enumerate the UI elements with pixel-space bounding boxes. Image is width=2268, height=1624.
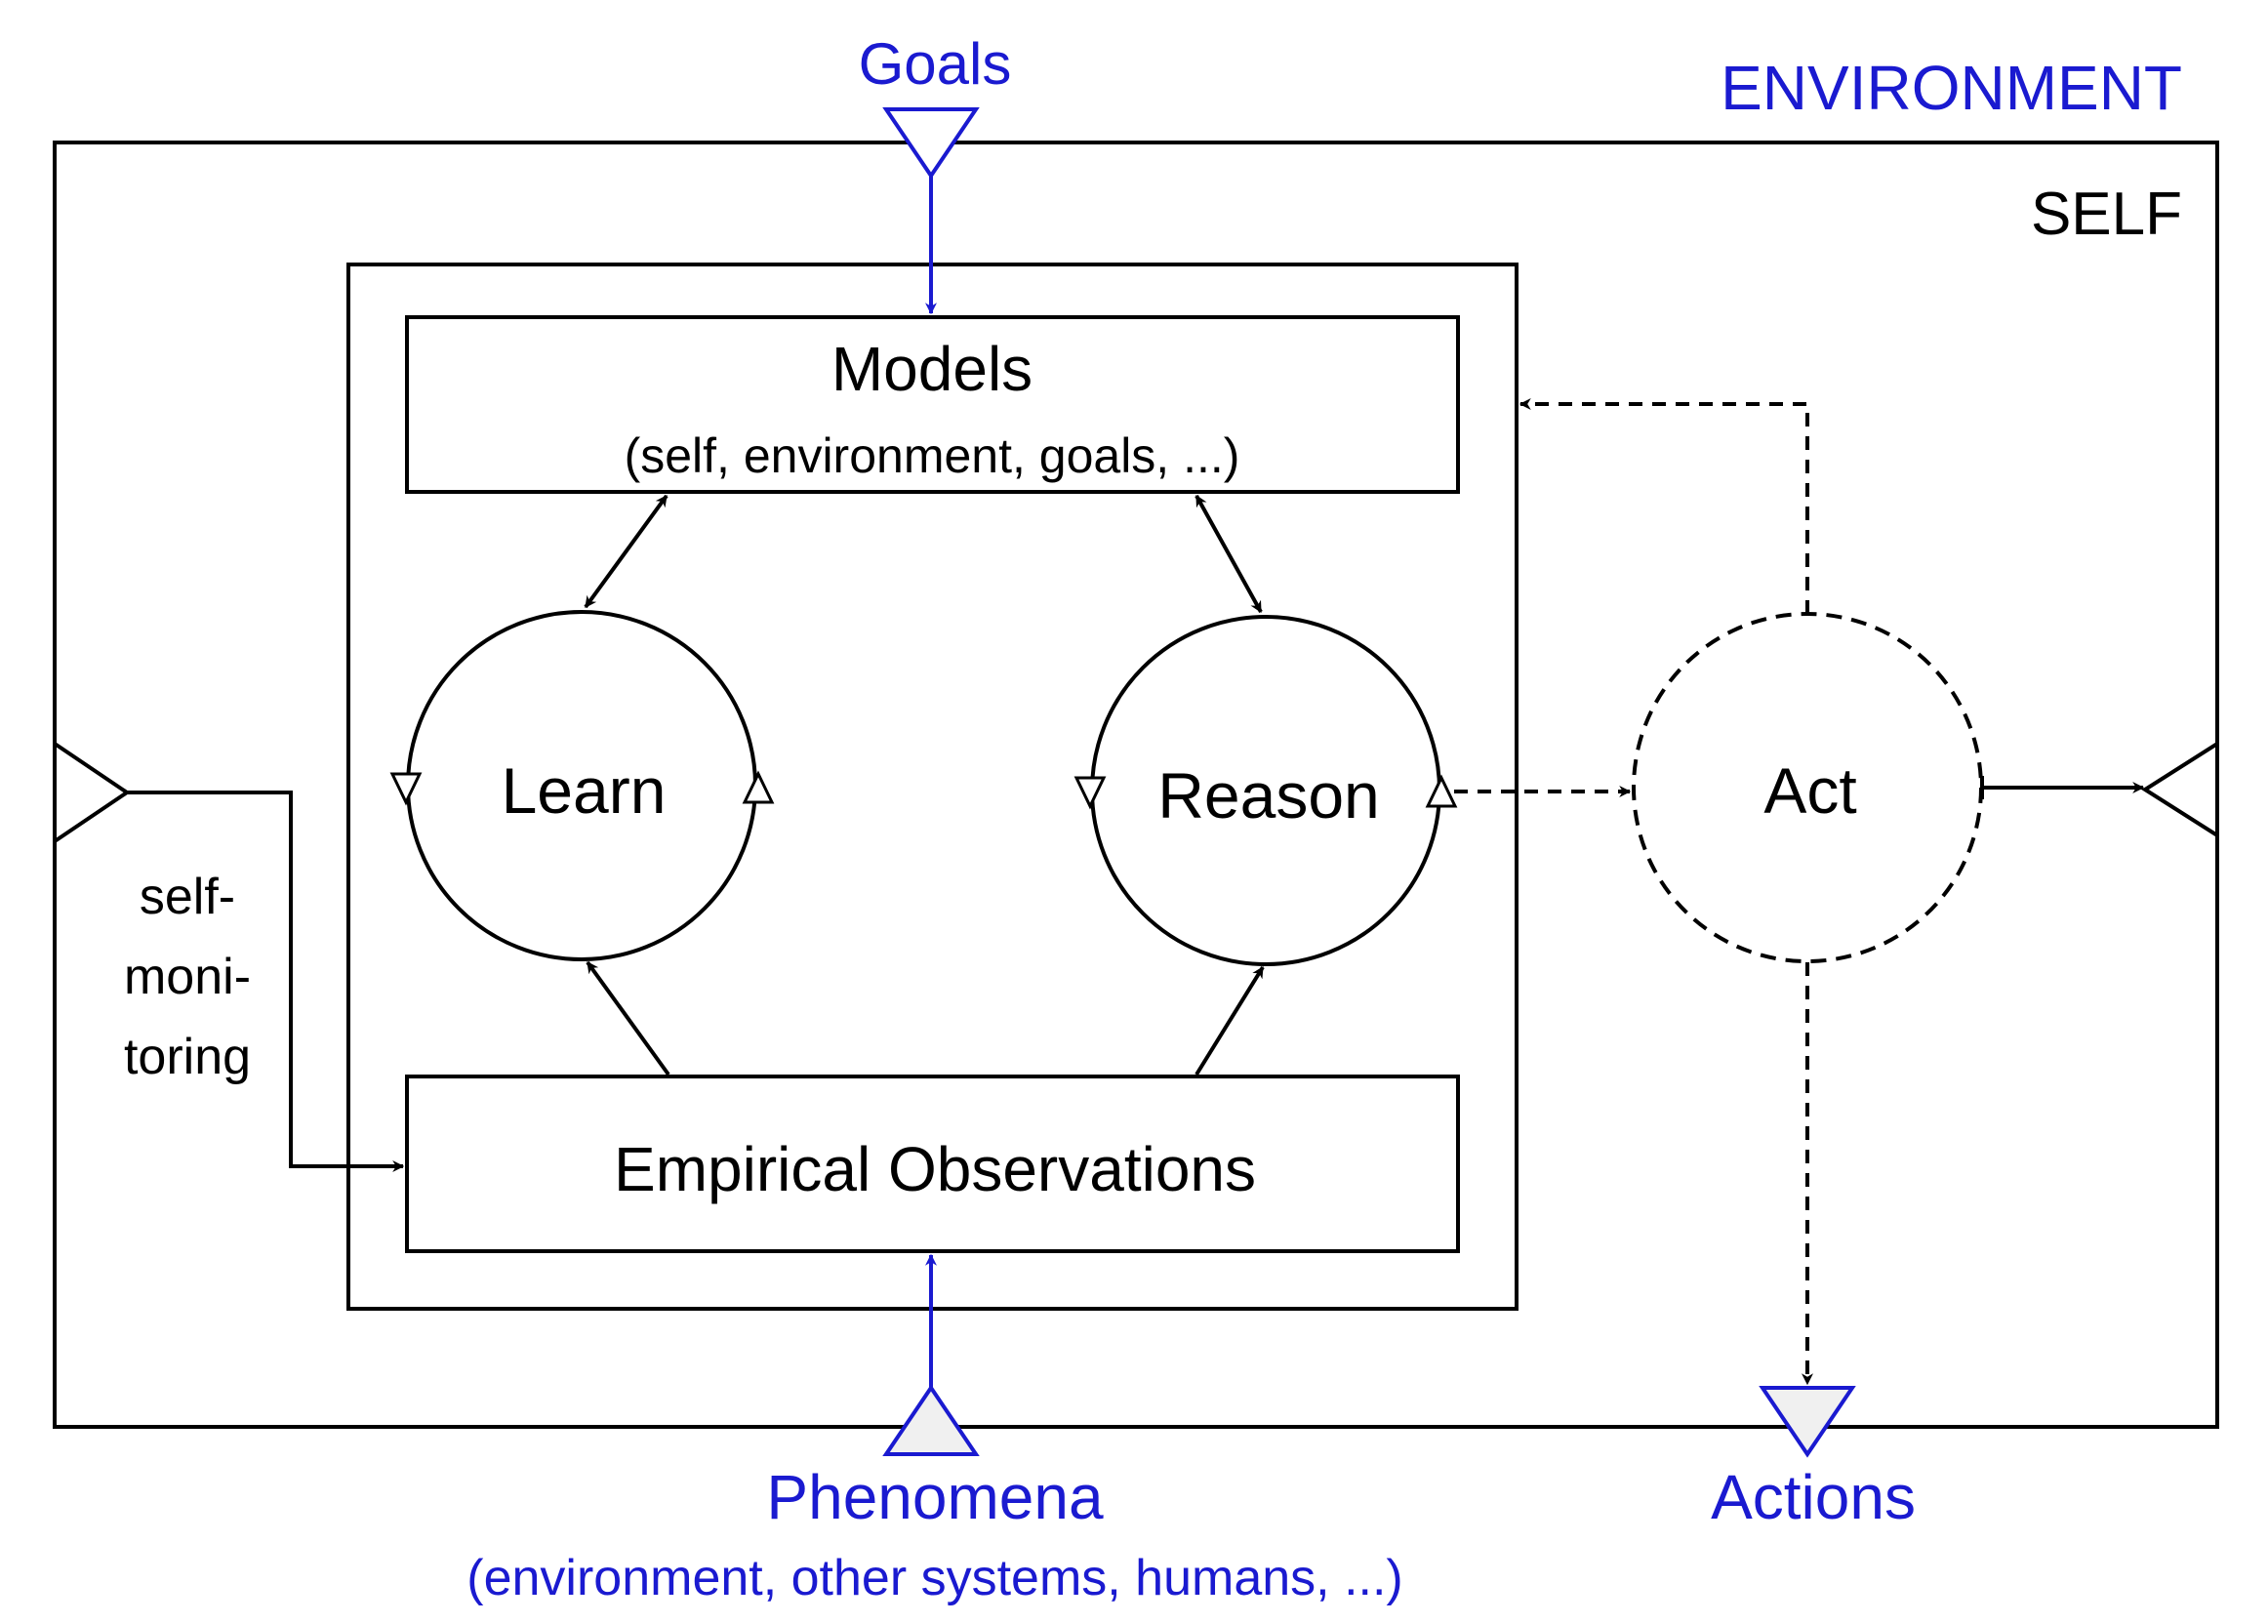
reason-cycle-up-icon [1425, 774, 1458, 808]
models-learn-arrow [584, 494, 668, 609]
models-subtitle: (self, environment, goals, ...) [625, 428, 1240, 483]
goals-label: Goals [859, 31, 1012, 97]
act-models-arrow [1519, 398, 1809, 614]
self-monitoring-line-2: moni- [124, 949, 251, 1005]
reason-cycle-down-icon [1073, 776, 1107, 810]
models-reason-arrow [1195, 494, 1263, 614]
self-monitoring-port-icon [53, 740, 131, 845]
self-monitoring-line-1: self- [140, 869, 235, 925]
observations-reason-arrow [1195, 965, 1265, 1076]
self-label: SELF [2031, 181, 2182, 248]
models-box [405, 315, 1460, 494]
self-monitoring-line-3: toring [124, 1029, 251, 1085]
phenomena-title: Phenomena [766, 1462, 1104, 1532]
actions-port-icon [1759, 1386, 1856, 1458]
observations-label: Empirical Observations [614, 1134, 1256, 1204]
learn-cycle-up-icon [742, 770, 775, 804]
goals-port-icon [882, 107, 980, 180]
self-monitoring-arrow [127, 791, 405, 1172]
phenomena-port-icon [882, 1384, 980, 1456]
action-output-port-icon [2141, 740, 2219, 839]
phenomena-subtitle: (environment, other systems, humans, ...… [466, 1550, 1402, 1606]
observations-learn-arrow [586, 960, 670, 1076]
learn-label: Learn [502, 754, 667, 827]
act-label: Act [1763, 754, 1856, 827]
models-title: Models [831, 334, 1033, 404]
observations-box [405, 1075, 1460, 1253]
actions-label: Actions [1711, 1462, 1916, 1532]
learn-cycle-down-icon [389, 772, 423, 806]
environment-label: ENVIRONMENT [1721, 53, 2182, 123]
reason-label: Reason [1157, 759, 1380, 832]
